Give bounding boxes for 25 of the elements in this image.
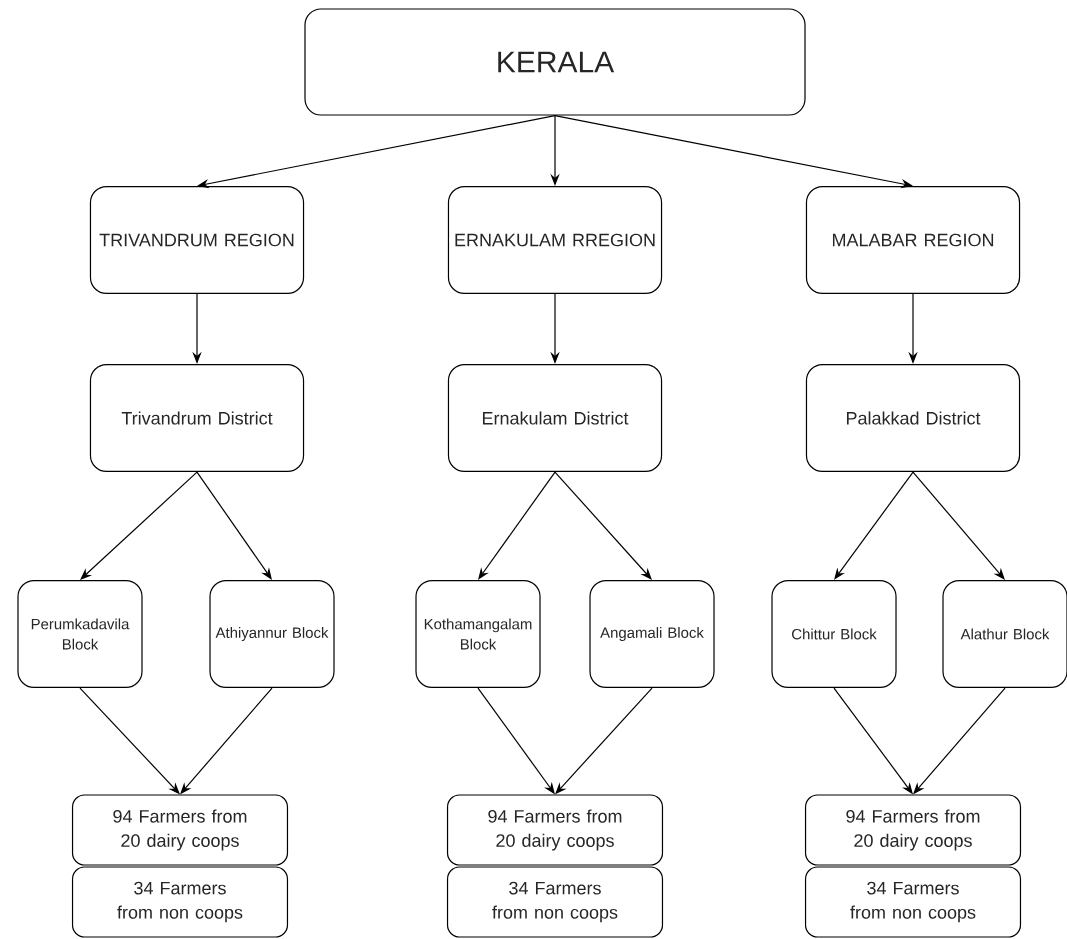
arrow bbox=[196, 471, 272, 580]
arrow bbox=[478, 471, 556, 580]
block-box: Athiyannur Block bbox=[209, 579, 335, 689]
block-box: Kothamangalam Block bbox=[415, 579, 541, 689]
block-box: Perumkadavila Block bbox=[17, 579, 143, 689]
root-box: KERALA bbox=[304, 8, 806, 116]
block-box: Angamali Block bbox=[589, 579, 715, 689]
arrow bbox=[80, 471, 198, 580]
region-box: MALABAR REGION bbox=[805, 185, 1021, 295]
district-box: Trivandrum District bbox=[89, 363, 305, 473]
farmer-box: 94 Farmers from 20 dairy coops bbox=[446, 794, 664, 866]
arrow bbox=[834, 471, 914, 580]
arrow bbox=[554, 471, 652, 580]
block-box: Alathur Block bbox=[942, 579, 1067, 689]
farmer-box: 34 Farmers from non coops bbox=[71, 866, 289, 938]
district-box: Palakkad District bbox=[805, 363, 1021, 473]
farmer-box: 34 Farmers from non coops bbox=[446, 866, 664, 938]
region-box: ERNAKULAM RREGION bbox=[447, 185, 663, 295]
farmer-box: 94 Farmers from 20 dairy coops bbox=[804, 794, 1022, 866]
farmer-box: 94 Farmers from 20 dairy coops bbox=[71, 794, 289, 866]
farmer-box: 34 Farmers from non coops bbox=[804, 866, 1022, 938]
arrow bbox=[912, 471, 1005, 580]
district-box: Ernakulam District bbox=[447, 363, 663, 473]
block-box: Chittur Block bbox=[771, 579, 897, 689]
region-box: TRIVANDRUM REGION bbox=[89, 185, 305, 295]
